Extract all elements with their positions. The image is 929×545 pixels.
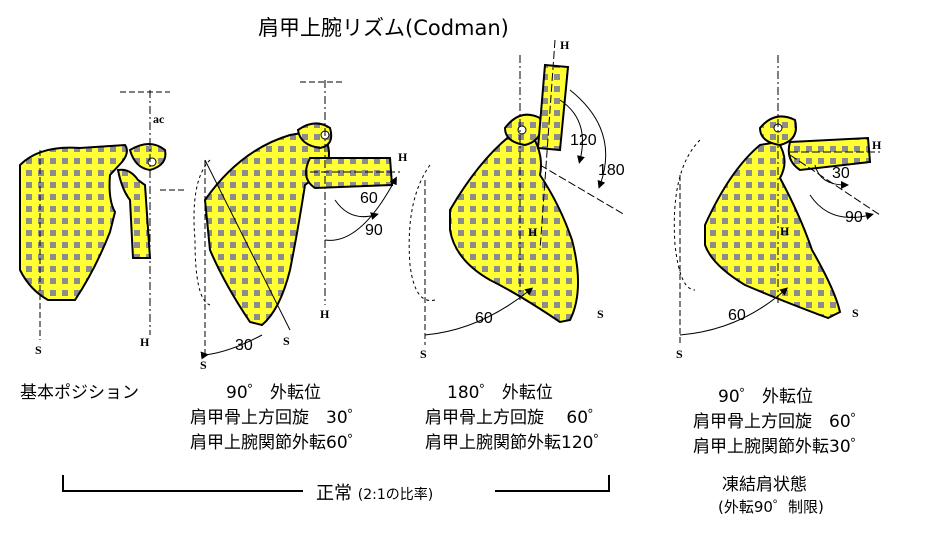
s1-label: S <box>597 307 604 321</box>
ac-label: ac <box>153 112 165 126</box>
scapula-frozen-shoulder <box>673 55 881 345</box>
caption-basic: 基本ポジション <box>20 383 139 403</box>
angle-30: 30 <box>832 165 850 182</box>
angle-60: 60 <box>728 307 746 324</box>
angle-180: 180 <box>598 162 625 179</box>
h-mid-label: H <box>528 225 538 239</box>
caption-90-abduction: 90゜ 外転位 肩甲骨上方回旋 30゜ 肩甲上腕関節外転60゜ <box>190 383 365 453</box>
h-top-label: H <box>560 38 570 52</box>
normal-ratio: (2:1の比率) <box>357 487 434 503</box>
h-label: H <box>140 335 150 349</box>
s2-label: S <box>420 347 427 361</box>
h-mid-label: H <box>780 224 790 238</box>
angle-120: 120 <box>570 132 597 149</box>
h-top-label: H <box>398 150 408 164</box>
caption-180-abduction: 180゜ 外転位 肩甲骨上方回旋 60゜ 肩甲上腕関節外転120゜ <box>425 383 611 453</box>
normal-bracket <box>62 475 610 492</box>
h-label: H <box>872 138 882 152</box>
scapula-basic-position <box>19 90 185 340</box>
angle-60: 60 <box>360 190 378 207</box>
s1-label: S <box>283 334 290 348</box>
frozen-sub: (外転90゜制限) <box>718 498 824 516</box>
s2-label: S <box>200 358 207 372</box>
s1-label: S <box>852 306 859 320</box>
angle-60: 60 <box>475 310 493 327</box>
frozen-label: 凍結肩状態 <box>722 475 807 495</box>
angle-30: 30 <box>235 337 253 354</box>
h-bottom-label: H <box>320 307 330 321</box>
diagram-title: 肩甲上腕リズム(Codman) <box>258 16 509 40</box>
angle-90: 90 <box>365 222 383 239</box>
scapula-90-abduction <box>193 80 400 360</box>
angle-90: 90 <box>845 209 863 226</box>
s-label: S <box>35 343 42 357</box>
scapula-180-abduction <box>408 39 626 345</box>
s2-label: S <box>676 347 683 361</box>
caption-frozen: 90゜ 外転位 肩甲骨上方回旋 60゜ 肩甲上腕関節外転30゜ <box>693 387 868 457</box>
normal-label: 正常 (2:1の比率) <box>316 483 434 504</box>
